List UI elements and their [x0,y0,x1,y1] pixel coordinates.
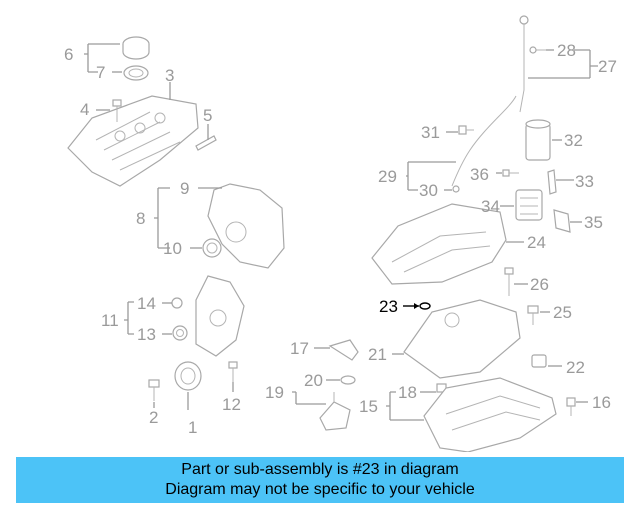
oil-filter-part [525,119,551,161]
callout-9[interactable]: 9 [180,179,189,198]
crank-seal-part [202,238,222,258]
callout-26[interactable]: 26 [530,275,549,294]
cap-seal-ring-part [123,65,149,81]
oil-cooler-part [515,189,543,221]
callout-27[interactable]: 27 [598,57,617,76]
dipstick-tube-part [451,95,517,187]
cooler-gasket-part [553,209,571,233]
drain-plug-part [531,354,547,368]
callout-35[interactable]: 35 [584,213,603,232]
exploded-parts-diagram: 1 2 3 4 5 6 7 8 9 10 11 12 13 14 15 16 1… [64,15,617,452]
oil-dipstick-part [519,15,546,113]
callout-14[interactable]: 14 [137,294,156,313]
info-banner: Part or sub-assembly is #23 in diagram D… [16,457,624,503]
valve-cover-part [67,95,199,187]
upper-oil-pan-part [371,203,507,285]
oil-pump-baffle-part [403,299,521,379]
callout-1[interactable]: 1 [188,418,197,437]
callout-22[interactable]: 22 [566,358,585,377]
callout-10[interactable]: 10 [163,239,182,258]
small-seal-part [171,297,183,309]
tube-bolt-part [458,125,474,135]
sensor-part [547,169,557,195]
callout-28[interactable]: 28 [557,41,576,60]
tube-o-ring-part [452,185,460,193]
crankshaft-pulley-part [174,361,202,391]
pan-long-bolt-part [504,267,514,296]
valve-cover-bolt-part [112,99,122,122]
shaft-seal-part [172,325,188,341]
oil-level-sensor-part [319,392,351,431]
callout-4[interactable]: 4 [80,100,89,119]
lower-oil-pan-part [423,377,557,452]
callout-5[interactable]: 5 [203,106,212,125]
callout-20[interactable]: 20 [304,371,323,390]
callout-2[interactable]: 2 [149,408,158,427]
callout-33[interactable]: 33 [575,172,594,191]
callout-15[interactable]: 15 [359,397,378,416]
callout-3[interactable]: 3 [165,66,174,85]
gasket-strip-part [195,135,217,151]
callout-6[interactable]: 6 [64,45,73,64]
callout-7[interactable]: 7 [96,63,105,82]
callout-8[interactable]: 8 [136,209,145,228]
pulley-bolt-part [148,379,160,401]
callout-31[interactable]: 31 [421,123,440,142]
callout-25[interactable]: 25 [553,303,572,322]
pickup-o-ring-part [340,375,356,385]
arrowhead-23 [414,303,419,309]
callout-36[interactable]: 36 [470,165,489,184]
leader-lines [84,43,598,421]
callout-19[interactable]: 19 [265,383,284,402]
lower-timing-cover-part [195,275,245,357]
banner-line-disclaimer: Diagram may not be specific to your vehi… [165,481,475,498]
banner-line-part-info: Part or sub-assembly is #23 in diagram [181,461,459,478]
pan-drain-bolt-part [566,397,576,416]
callout-21[interactable]: 21 [368,345,387,364]
callout-16[interactable]: 16 [592,393,611,412]
callout-13[interactable]: 13 [137,325,156,344]
upper-timing-cover-part [207,183,285,269]
callout-12[interactable]: 12 [222,395,241,414]
callout-24[interactable]: 24 [527,233,546,252]
cover-bolt-part [228,361,238,382]
callout-17[interactable]: 17 [290,339,309,358]
callout-18[interactable]: 18 [398,383,417,402]
callout-30[interactable]: 30 [419,181,438,200]
o-ring-23-part [419,302,431,310]
callout-34[interactable]: 34 [481,197,500,216]
housing-bolt-part [502,169,519,177]
oil-filler-cap-part [122,36,150,60]
pan-bolt-part [527,305,539,325]
oil-pickup-part [328,339,359,361]
callout-32[interactable]: 32 [564,131,583,150]
callout-29[interactable]: 29 [378,167,397,186]
callout-23-highlighted[interactable]: 23 [379,297,398,316]
callout-11[interactable]: 11 [101,311,119,330]
